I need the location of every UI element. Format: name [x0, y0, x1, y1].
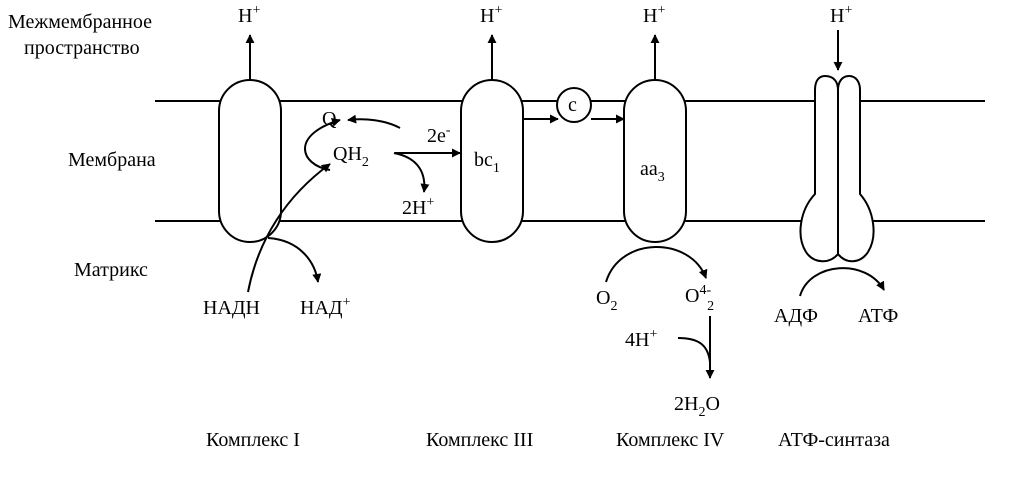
- complex-4-label: aa3: [640, 158, 665, 185]
- complex-3-proton-label: H+: [480, 3, 502, 27]
- complex-3-caption: Комплекс III: [426, 429, 533, 451]
- quinone-protons-label: 2H+: [402, 195, 434, 219]
- qh2-proton-release-arrow: [393, 152, 430, 193]
- intermembrane-label-line1: Межмембранное: [8, 11, 152, 33]
- oxygen-reduction-arrow: [605, 246, 708, 283]
- qh2-to-q-arrow: [304, 118, 341, 171]
- electrons-label: 2e-: [427, 123, 451, 147]
- cytochrome-c-label: c: [568, 94, 577, 116]
- adp-to-atp-arrow: [799, 267, 885, 297]
- protons-join-arrow: [677, 337, 711, 363]
- complex-1-proton-label: H+: [238, 3, 260, 27]
- complex-3-label: bc1: [474, 149, 500, 176]
- matrix-label: Матрикс: [74, 259, 148, 281]
- complex-1-caption: Комплекс I: [206, 429, 300, 451]
- adp-label: АДФ: [774, 305, 818, 327]
- qh2-label: QH2: [333, 143, 369, 170]
- four-protons-label: 4H+: [625, 327, 657, 351]
- nad-label: НАД+: [300, 295, 351, 319]
- membrane-label: Мембрана: [68, 149, 156, 171]
- complex-4-caption: Комплекс IV: [616, 429, 725, 451]
- nadh-to-qh2-arrow: [247, 163, 331, 293]
- o2-label: O2: [596, 287, 617, 314]
- atp-synthase-right-subunit: [837, 74, 875, 263]
- intermembrane-label-line2: пространство: [24, 37, 140, 59]
- cytochrome-c-shape: [556, 87, 592, 123]
- atp-synthase-left-subunit: [799, 74, 839, 263]
- complex-3-to-q-arrow: [347, 114, 401, 129]
- atp-synthase-proton-label: H+: [830, 3, 852, 27]
- o4-label: O4-2: [685, 283, 714, 314]
- complex-4-proton-label: H+: [643, 3, 665, 27]
- atp-label: АТФ: [858, 305, 898, 327]
- atp-synthase-caption: АТФ-синтаза: [778, 429, 890, 451]
- complex-1-shape: [218, 79, 282, 243]
- nadh-label: НАДН: [203, 297, 260, 319]
- complex-1-nad-arrow: [267, 237, 322, 283]
- water-label: 2H2O: [674, 393, 720, 420]
